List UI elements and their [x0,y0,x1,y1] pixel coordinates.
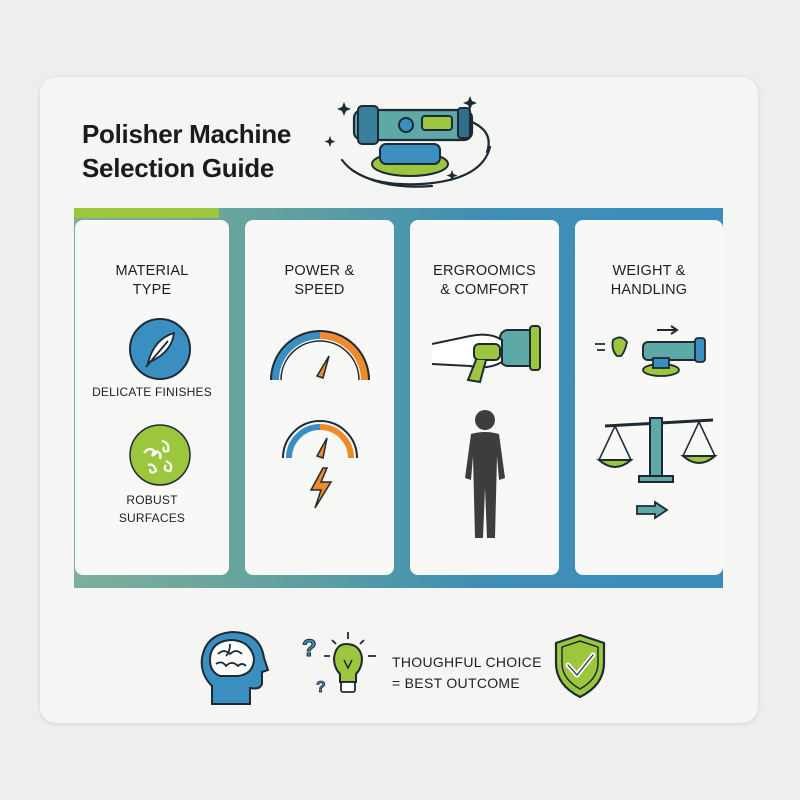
panel-material-type: MATERIAL TYPE DELICATE FINISHES ROBUST S… [75,220,229,575]
svg-text:?: ? [316,679,326,696]
feather-icon [129,318,191,380]
motion-polisher-icon [595,325,706,377]
person-silhouette-icon [465,410,505,538]
hand-grip-icon [431,325,541,384]
gauge-lightning-icon [282,420,358,509]
title-line-2: Selection Guide [82,153,274,183]
arrow-right-icon [636,500,669,520]
idea-bulb-icon: ? ? [302,632,376,696]
shield-check-icon [554,633,606,699]
brain-head-icon [200,630,270,705]
band-accent-bar [74,208,219,218]
title-line-1: Polisher Machine [82,119,292,149]
panel-title: POWER & SPEED [284,263,355,298]
panel-weight-handling: WEIGHT & HANDLING [575,220,723,575]
panel-title: ERGROOMICS & COMFORT [433,263,536,298]
footer-message: THOUGHFUL CHOICE = BEST OUTCOME [392,652,542,694]
svg-text:?: ? [302,635,317,662]
speed-gauge-icon [270,330,370,381]
page-title: Polisher Machine Selection Guide [82,117,291,185]
panel-title: MATERIAL TYPE [115,263,189,298]
polisher-hero-icon [324,96,492,188]
panel-power-speed: POWER & SPEED [245,220,394,575]
caption-delicate: DELICATE FINISHES [92,385,212,399]
balance-scale-icon [596,417,718,483]
panel-ergonomics: ERGROOMICS & COMFORT [410,220,559,575]
caption-robust: ROBUST SURFACES [118,493,186,525]
panel-title: WEIGHT & HANDLING [610,263,688,298]
footer-line-2: = BEST OUTCOME [392,675,521,691]
footer-line-1: THOUGHFUL CHOICE [392,654,542,670]
swirl-texture-icon [129,424,191,486]
